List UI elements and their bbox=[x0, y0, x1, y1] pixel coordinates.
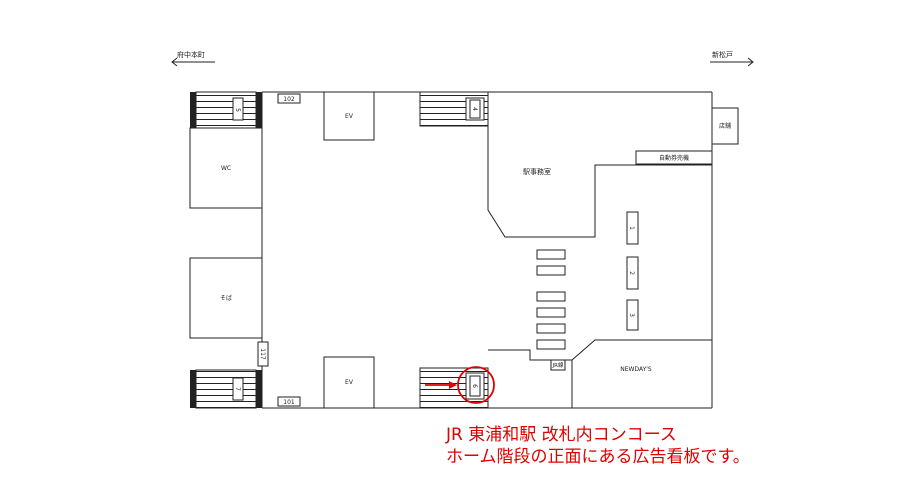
elevator-bottom: EV bbox=[323, 356, 375, 409]
room-number-102: 102 bbox=[277, 93, 301, 104]
caption-description: ホーム階段の正面にある広告看板です。 bbox=[446, 447, 750, 467]
stairs-bottom-center: 6 bbox=[419, 367, 489, 409]
platform-marker-1: 1 bbox=[626, 211, 639, 245]
ticket-gates bbox=[536, 249, 566, 350]
newdays-label: NEWDAY'S bbox=[620, 366, 652, 373]
soba-label: そば bbox=[220, 294, 232, 302]
svg-text:101: 101 bbox=[283, 399, 295, 406]
svg-text:2: 2 bbox=[628, 271, 635, 275]
svg-text:102: 102 bbox=[283, 96, 295, 103]
elevator-top-label: EV bbox=[345, 113, 354, 120]
station-office: 駅事務室 bbox=[487, 92, 712, 238]
elevator-bottom-label: EV bbox=[345, 379, 354, 386]
direction-left-label: 府中本町 bbox=[177, 50, 205, 59]
station-office-label: 駅事務室 bbox=[523, 167, 551, 176]
svg-text:3: 3 bbox=[628, 313, 635, 317]
stairs-number-5: 5 bbox=[234, 108, 241, 112]
ticket-machine: 自動券売機 bbox=[635, 150, 713, 165]
shop-label: 店舗 bbox=[719, 122, 731, 130]
caption-location: JR 東浦和駅 改札内コンコース bbox=[446, 425, 677, 445]
soba-shop: そば bbox=[189, 257, 263, 339]
jr-line-marker: JR線 bbox=[550, 359, 566, 371]
svg-text:1: 1 bbox=[628, 226, 635, 230]
stairs-top-center: 4 bbox=[419, 91, 489, 127]
stairs-bottom-left: 7 bbox=[190, 369, 262, 409]
svg-text:JR線: JR線 bbox=[552, 361, 564, 369]
shop: 店舗 bbox=[711, 107, 739, 145]
stairs-top-left: 5 bbox=[190, 91, 262, 129]
ticket-machine-label: 自動券売機 bbox=[659, 154, 689, 162]
stairs-number-7: 7 bbox=[234, 387, 241, 391]
direction-right-label: 新松戸 bbox=[712, 50, 733, 59]
direction-left-marker: 府中本町 bbox=[171, 50, 215, 67]
stairs-number-6: 6 bbox=[471, 384, 478, 388]
newdays-store: NEWDAY'S bbox=[488, 339, 712, 408]
room-number-117: 117 bbox=[257, 341, 269, 367]
wc-label: WC bbox=[221, 165, 231, 172]
platform-marker-2: 2 bbox=[626, 256, 639, 290]
wc-room: WC bbox=[189, 127, 263, 209]
svg-text:117: 117 bbox=[259, 348, 266, 360]
room-number-101: 101 bbox=[277, 396, 301, 407]
stairs-number-4: 4 bbox=[471, 107, 478, 111]
direction-right-marker: 新松戸 bbox=[710, 50, 754, 67]
elevator-top: EV bbox=[323, 91, 375, 141]
platform-marker-3: 3 bbox=[626, 299, 639, 331]
billboard-highlight-marker bbox=[425, 366, 495, 404]
